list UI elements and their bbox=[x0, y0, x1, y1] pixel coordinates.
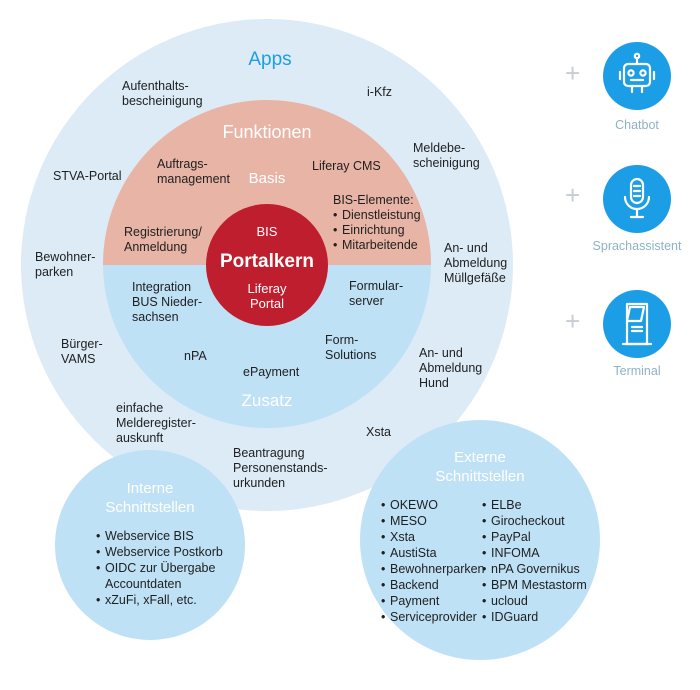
sprachassistent-icon-circle[interactable] bbox=[603, 165, 671, 233]
chatbot-icon-circle[interactable] bbox=[603, 42, 671, 110]
bis-element-item: Einrichtung bbox=[333, 223, 421, 238]
externe-item: Bewohnerparken bbox=[381, 561, 485, 577]
externe-item: INFOMA bbox=[482, 545, 587, 561]
func-bis-elemente-list: Dienstleistung Einrichtung Mitarbeitende bbox=[333, 208, 421, 253]
externe-item: AustiSta bbox=[381, 545, 485, 561]
zusatz-formularserver: Formular- server bbox=[349, 279, 404, 308]
sprachassistent-label: Sprachassistent bbox=[592, 239, 682, 253]
zusatz-npa: nPA bbox=[184, 349, 207, 363]
bis-element-item: Dienstleistung bbox=[333, 208, 421, 223]
externe-list-col2: ELBe Girocheckout PayPal INFOMA nPA Gove… bbox=[482, 497, 587, 625]
externe-list-col1: OKEWO MESO Xsta AustiSta Bewohnerparken … bbox=[381, 497, 485, 625]
func-liferay-cms: Liferay CMS bbox=[312, 159, 381, 173]
app-meldebescheinigung: Meldebe- scheinigung bbox=[413, 141, 480, 170]
zusatz-integration-bus: Integration BUS Nieder- sachsen bbox=[132, 280, 203, 324]
basis-label: Basis bbox=[248, 170, 286, 187]
externe-title: Externe Schnittstellen bbox=[435, 449, 525, 485]
externe-item: Payment bbox=[381, 593, 485, 609]
zusatz-title: Zusatz bbox=[241, 391, 293, 410]
portalkern-circle bbox=[206, 204, 328, 326]
app-personenstandsurkunden: Beantragung Personenstands- urkunden bbox=[233, 446, 328, 490]
func-auftragsmanagement: Auftrags- management bbox=[157, 157, 230, 186]
func-bis-elemente-title: BIS-Elemente: bbox=[333, 193, 414, 207]
externe-item: MESO bbox=[381, 513, 485, 529]
terminal-label: Terminal bbox=[613, 364, 661, 378]
externe-item: IDGuard bbox=[482, 609, 587, 625]
plus-icon: + bbox=[565, 58, 581, 88]
app-muellgefaesse: An- und Abmeldung Müllgefäße bbox=[444, 241, 508, 285]
interne-item: xZuFi, xFall, etc. bbox=[96, 592, 223, 608]
plus-icon: + bbox=[565, 180, 581, 210]
externe-item: nPA Governikus bbox=[482, 561, 587, 577]
app-buerger-vams: Bürger- VAMS bbox=[61, 337, 103, 366]
terminal-kiosk-icon bbox=[621, 302, 653, 346]
externe-item: PayPal bbox=[482, 529, 587, 545]
func-registrierung: Registrierung/ Anmeldung bbox=[124, 225, 202, 254]
plus-icon: + bbox=[565, 306, 581, 336]
externe-item: Xsta bbox=[381, 529, 485, 545]
zusatz-half bbox=[103, 265, 431, 428]
interne-item: Webservice Postkorb bbox=[96, 544, 223, 560]
core-liferay-portal: Liferay Portal bbox=[247, 281, 287, 311]
zusatz-form-solutions: Form- Solutions bbox=[325, 333, 377, 362]
core-portalkern: Portalkern bbox=[220, 251, 314, 272]
interne-title: Interne Schnittstellen bbox=[105, 480, 195, 516]
app-stva-portal: STVA-Portal bbox=[53, 169, 122, 183]
apps-title: Apps bbox=[248, 49, 292, 70]
externe-item: BPM Mestastorm bbox=[482, 577, 587, 593]
terminal-icon-circle[interactable] bbox=[603, 290, 671, 358]
chatbot-label: Chatbot bbox=[615, 118, 659, 132]
externe-item: ucloud bbox=[482, 593, 587, 609]
externe-item: OKEWO bbox=[381, 497, 485, 513]
core-bis: BIS bbox=[256, 224, 278, 239]
interne-list: Webservice BIS Webservice Postkorb OIDC … bbox=[96, 528, 223, 608]
bis-element-item: Mitarbeitende bbox=[333, 238, 421, 253]
app-hund: An- und Abmeldung Hund bbox=[419, 346, 483, 390]
externe-item: Girocheckout bbox=[482, 513, 587, 529]
externe-item: Serviceprovider bbox=[381, 609, 485, 625]
externe-item: Backend bbox=[381, 577, 485, 593]
app-xsta: Xsta bbox=[366, 425, 392, 439]
robot-icon bbox=[618, 52, 656, 94]
app-bewohnerparken: Bewohner- parken bbox=[35, 250, 96, 279]
interne-item: Webservice BIS bbox=[96, 528, 223, 544]
app-i-kfz: i-Kfz bbox=[367, 85, 392, 99]
app-aufenthaltsbescheinigung: Aufenthalts- bescheinigung bbox=[122, 79, 203, 108]
zusatz-epayment: ePayment bbox=[243, 365, 300, 379]
interne-item: OIDC zur Übergabe Accountdaten bbox=[96, 560, 223, 592]
externe-item: ELBe bbox=[482, 497, 587, 513]
funktionen-title: Funktionen bbox=[222, 122, 312, 142]
app-melderegisterauskunft: einfache Melderegister- auskunft bbox=[116, 401, 196, 445]
microphone-icon bbox=[623, 177, 651, 219]
